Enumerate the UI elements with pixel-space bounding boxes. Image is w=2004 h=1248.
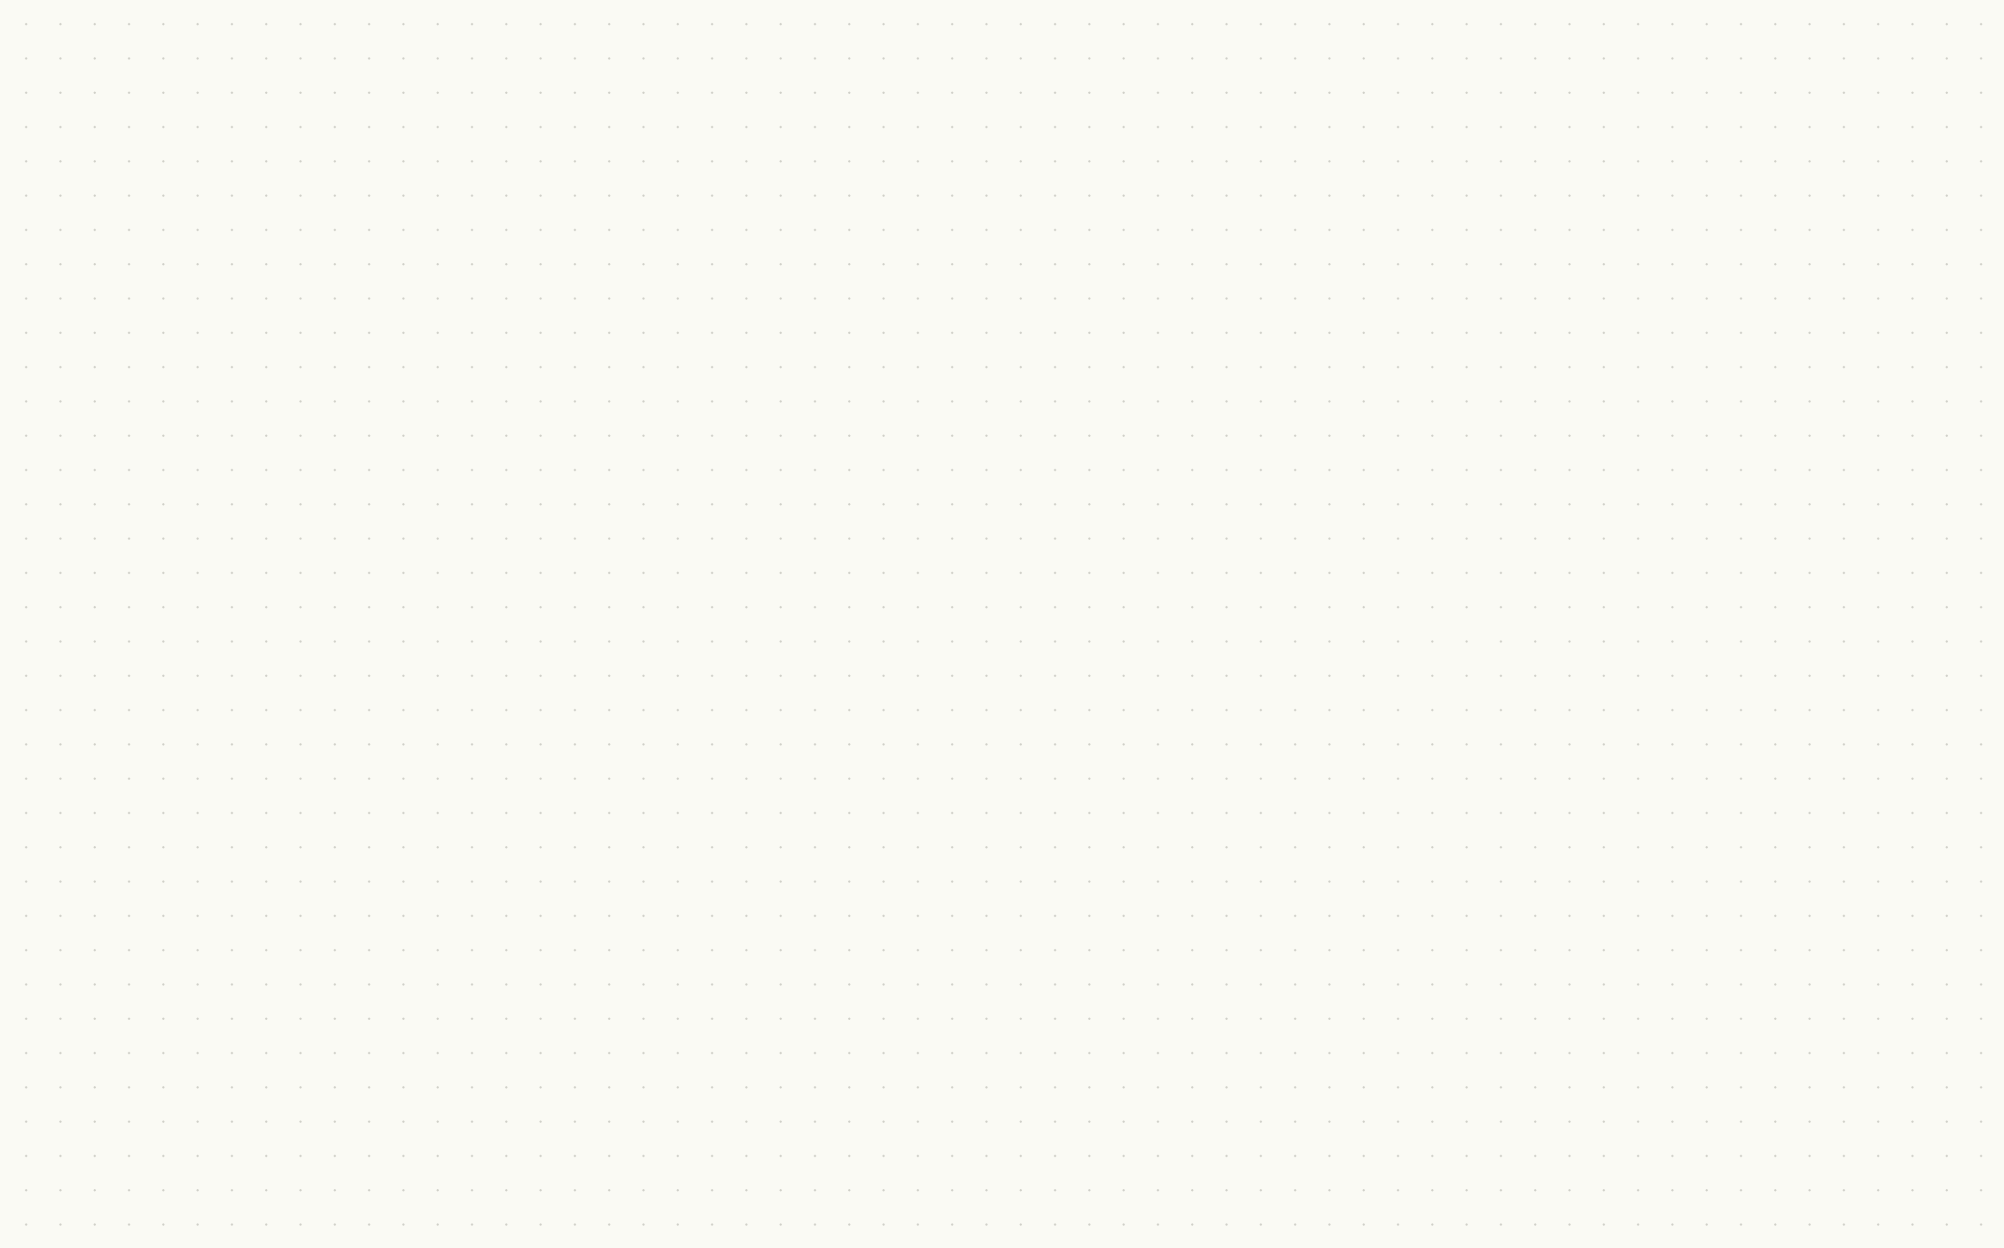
schematic-sheet[interactable] <box>0 0 2004 1248</box>
schematic-canvas[interactable] <box>0 0 2004 1248</box>
